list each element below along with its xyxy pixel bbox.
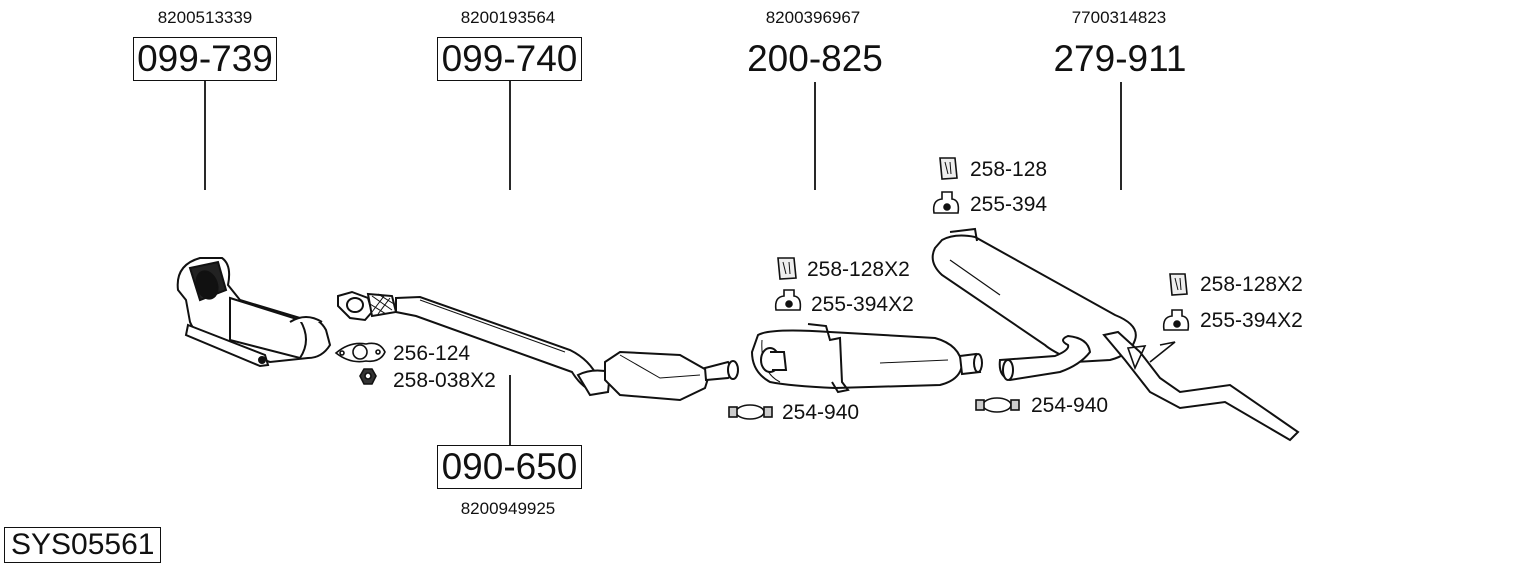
accessory-label[interactable]: 258-128 <box>970 158 1048 181</box>
system-code-badge: SYS05561 <box>4 527 162 563</box>
accessory-label[interactable]: 258-128X2 <box>807 258 910 281</box>
rubber-hanger-icon <box>932 191 960 214</box>
clamp-icon <box>975 397 1020 413</box>
rubber-mount-icon <box>777 257 797 280</box>
part-number-label[interactable]: 090-650 <box>437 445 582 489</box>
part-number-label[interactable]: 279-911 <box>1053 38 1187 79</box>
rear-silencer-drawing <box>931 227 1300 442</box>
accessory-label[interactable]: 255-394X2 <box>1200 309 1303 332</box>
clamp-icon <box>728 404 773 420</box>
part-number-label[interactable]: 200-825 <box>747 38 883 79</box>
oem-number: 8200949925 <box>460 499 556 518</box>
oem-number: 8200513339 <box>157 8 253 27</box>
accessory-label[interactable]: 256-124 <box>393 342 471 365</box>
nut-icon <box>359 368 377 385</box>
catalytic-converter-front-drawing <box>176 257 332 368</box>
accessory-label[interactable]: 254-940 <box>1031 394 1109 417</box>
accessory-label[interactable]: 254-940 <box>782 401 860 424</box>
rubber-mount-icon <box>939 157 958 180</box>
rubber-hanger-icon <box>1162 309 1190 331</box>
rubber-mount-icon <box>1169 273 1188 296</box>
oem-number: 8200193564 <box>460 8 556 27</box>
accessory-label[interactable]: 258-128X2 <box>1200 273 1303 296</box>
oem-number: 8200396967 <box>765 8 861 27</box>
gasket-icon <box>334 342 386 363</box>
rubber-hanger-icon <box>774 289 802 311</box>
part-number-label[interactable]: 099-740 <box>437 37 582 81</box>
middle-silencer-drawing <box>750 323 983 394</box>
accessory-label[interactable]: 255-394 <box>970 193 1048 216</box>
front-pipe-drawing <box>337 290 739 402</box>
part-number-label[interactable]: 099-739 <box>133 37 277 81</box>
oem-number: 7700314823 <box>1071 8 1167 27</box>
accessory-label[interactable]: 258-038X2 <box>393 369 496 392</box>
accessory-label[interactable]: 255-394X2 <box>811 293 914 316</box>
